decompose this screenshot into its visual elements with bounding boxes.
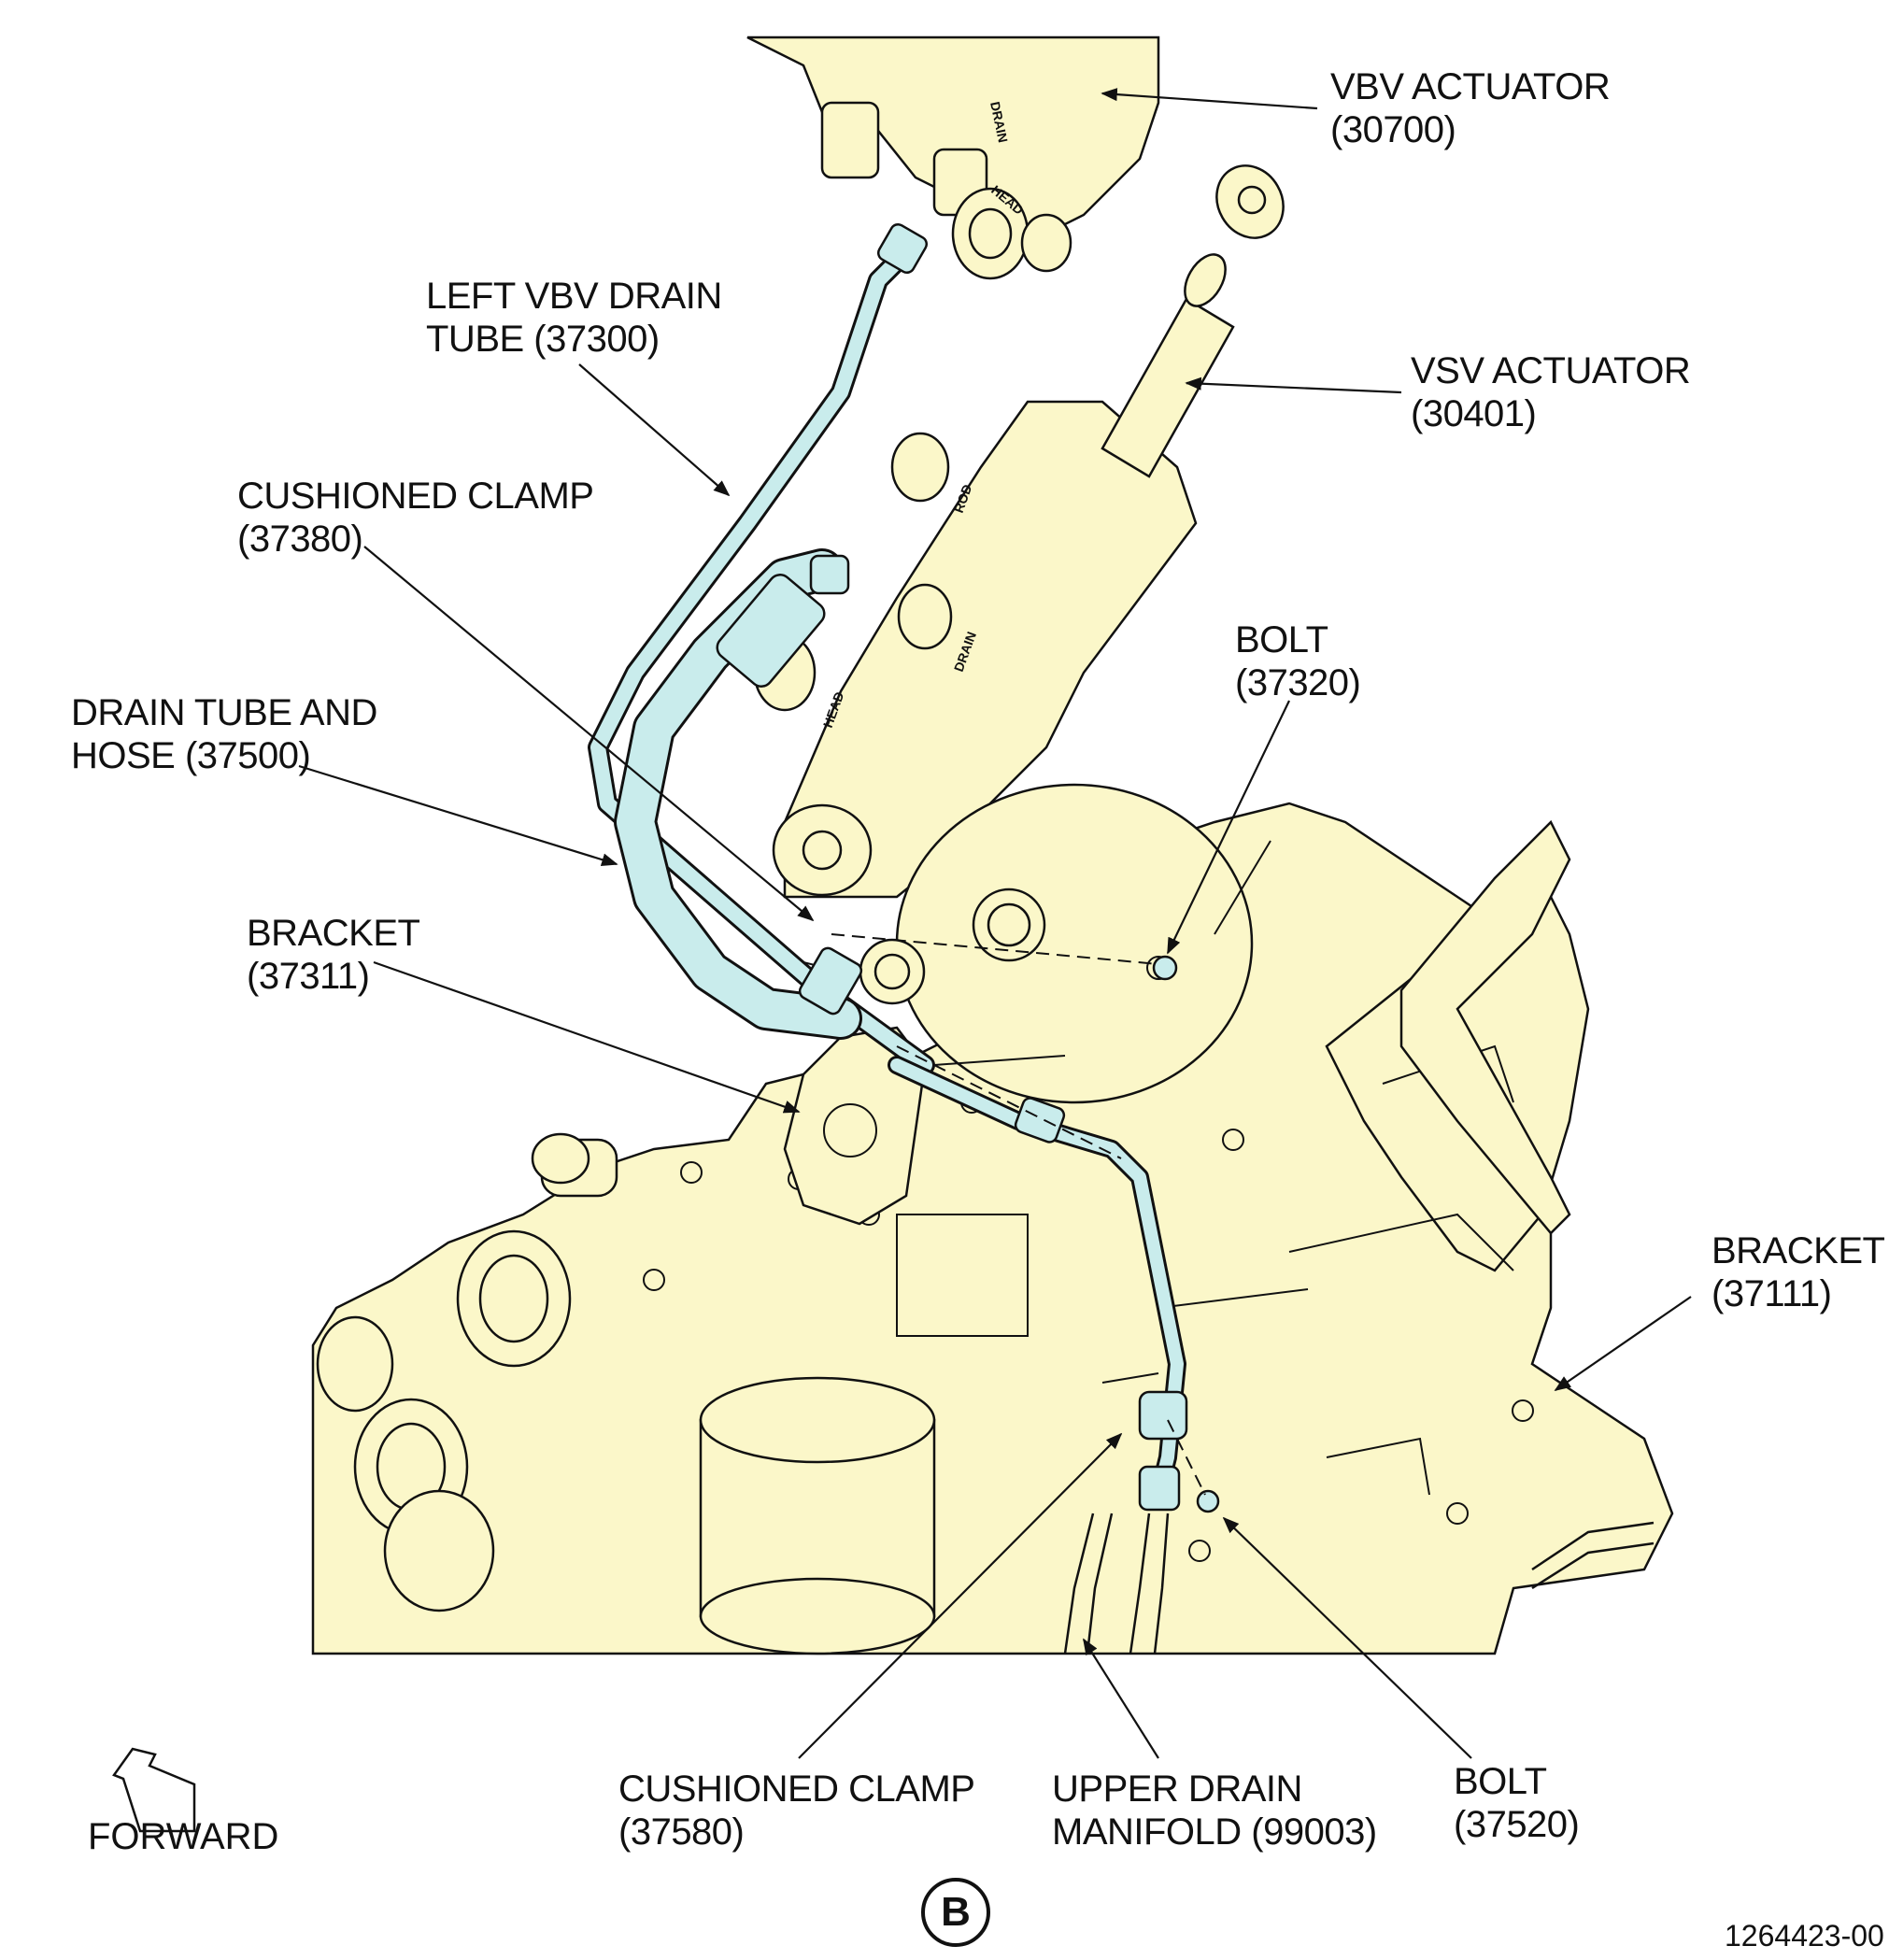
connector-2-inner [873,953,911,990]
callout-bolt-lower: BOLT (37520) [1454,1760,1580,1846]
bolt-head [680,1161,703,1184]
callout-bracket-left: BRACKET (37311) [247,912,420,998]
callout-part: (37320) [1235,662,1361,703]
callout-vbv-actuator: VBV ACTUATOR (30700) [1330,65,1611,151]
callout-drain-tube-and-hose: DRAIN TUBE AND HOSE (37500) [71,691,377,777]
engine-casing [311,802,1674,1655]
connectors [859,888,1046,1005]
bracket-37111 [1399,819,1571,1235]
leader-vsv-actuator [1185,376,1402,394]
leader-cushioned-clamp-upper [363,546,815,922]
vbv-tube-nut [876,222,929,275]
left-vbv-drain-tube [590,245,932,1072]
manifold-nut [1138,1465,1181,1512]
callout-name: CUSHIONED CLAMP [237,476,594,517]
vsv-rod [1101,164,1285,478]
bolt-37320 [1152,955,1178,981]
callout-part: (30401) [1411,393,1537,434]
vsv-rod-collar [1184,253,1227,307]
callout-part: (30700) [1330,109,1456,150]
callout-name: CUSHIONED CLAMP [618,1768,975,1810]
callout-name: BRACKET [1711,1230,1885,1271]
bolt-head [1222,1129,1244,1151]
callout-part: (37520) [1454,1804,1580,1845]
callout-part: (37380) [237,518,363,560]
forward-arrow-icon [112,1747,196,1833]
vsv-port-rod [890,432,950,503]
callout-left-vbv-drain-tube: LEFT VBV DRAIN TUBE (37300) [426,275,722,361]
callout-upper-drain-manifold: UPPER DRAIN MANIFOLD (99003) [1052,1768,1377,1853]
leader-bracket-right [1554,1296,1692,1391]
view-letter-badge: B [921,1878,990,1947]
callout-line1: UPPER DRAIN [1052,1768,1302,1810]
callout-part: (37311) [247,956,370,997]
callout-line1: DRAIN TUBE AND [71,692,377,733]
port-boss-4 [316,1315,394,1413]
callout-part: (37111) [1711,1273,1832,1314]
tube-fittings [716,222,1220,1513]
bracket-hole [823,1103,877,1158]
callout-name: BOLT [1454,1761,1547,1802]
leader-cushioned-clamp-lower [798,1432,1123,1759]
connector-1-inner [987,902,1031,947]
leader-drain-tube-hose [298,764,618,867]
callout-line2: HOSE (37500) [71,735,311,776]
vbv-port-1 [820,101,880,179]
callout-line1: LEFT VBV DRAIN [426,276,722,317]
bolt-head [1188,1540,1211,1562]
leader-bolt-lower [1222,1516,1472,1759]
clamp-37580 [1138,1390,1188,1441]
bolt-head [1446,1502,1469,1525]
callout-line2: MANIFOLD (99003) [1052,1811,1377,1853]
callout-part: (37580) [618,1811,745,1853]
bolt-head [643,1269,665,1291]
install-lines [831,933,1206,1496]
pump-ports [316,1132,618,1612]
vsv-rod-eye-hole [1237,185,1267,215]
callout-vsv-actuator: VSV ACTUATOR (30401) [1411,349,1691,435]
callout-line2: TUBE (37300) [426,319,660,360]
bolt-37520 [1196,1489,1220,1513]
callout-name: VSV ACTUATOR [1411,350,1691,391]
tube-union [1014,1097,1066,1143]
stub-face [531,1132,590,1185]
callout-bolt-upper: BOLT (37320) [1235,618,1361,704]
filter-cylinder-top [699,1376,936,1464]
clamp-37380 [798,946,863,1016]
leader-lines [298,88,1692,1759]
callout-name: VBV ACTUATOR [1330,66,1611,107]
hose-end-fitting [809,554,850,595]
vsv-port-drain [897,583,953,650]
port-boss-3 [383,1489,495,1612]
manifold-tubes [1063,1513,1655,1655]
callout-bracket-right: BRACKET (37111) [1711,1229,1885,1315]
leader-left-vbv-drain-tube [578,363,731,497]
forward-label: FORWARD [88,1816,279,1857]
port-boss-1-inner [478,1254,549,1343]
engine-body [311,36,1674,1655]
bolt-head [1512,1399,1534,1422]
leader-vbv-actuator [1101,88,1318,110]
callout-name: BOLT [1235,619,1328,660]
servo-dome [895,783,1254,1104]
leader-bracket-left [373,960,801,1114]
callout-cushioned-clamp-upper: CUSHIONED CLAMP (37380) [237,475,594,561]
leader-bolt-upper [1167,700,1290,955]
figure-number: 1264423-00 [1725,1919,1884,1953]
vsv-rod-shaft [1101,297,1235,478]
leader-upper-drain-manifold [1083,1638,1159,1759]
callout-name: BRACKET [247,913,420,954]
vbv-fittings [820,101,1072,280]
hose-collar [716,574,826,688]
callout-cushioned-clamp-lower: CUSHIONED CLAMP (37580) [618,1768,975,1853]
vbv-port-head-inner [968,207,1013,260]
vsv-ports [753,432,953,897]
filter-cylinder-bottom [699,1577,936,1655]
vbv-port-3 [1020,213,1072,273]
vsv-clevis-hole [802,830,843,871]
